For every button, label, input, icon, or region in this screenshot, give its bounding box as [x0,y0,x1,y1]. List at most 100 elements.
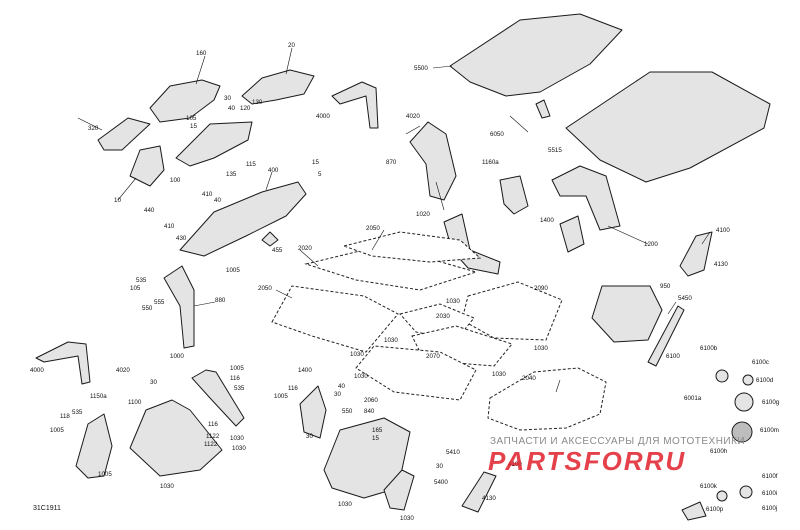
callout: 30 [150,379,157,386]
side-rail-1100[interactable] [129,399,223,477]
panel-1400-lower[interactable] [299,385,327,439]
callout: 2030 [436,313,450,320]
callout: 320 [88,125,99,132]
callout: 4100 [716,227,730,234]
callout: 15 [372,435,379,442]
callout: 116 [208,421,218,428]
callout: 30 [224,95,231,102]
callout: 1020 [416,211,430,218]
callout: 950 [660,283,671,290]
roof-bracket-5400[interactable] [535,99,551,119]
latch-part-6100p[interactable] [681,501,707,521]
callout: 555 [154,299,165,306]
hood-cover-160[interactable] [149,79,221,123]
latch-part-6001a[interactable] [734,392,754,412]
callout: 130 [252,99,263,106]
svg-text:PARTSFORRU: PARTSFORRU [488,446,686,476]
side-panel-1160a[interactable] [499,175,529,215]
callout: 1400 [298,367,312,374]
side-panel-1150a[interactable] [75,413,113,479]
callout: 2060 [364,397,378,404]
latch-part-6100b[interactable] [715,369,729,383]
console-840[interactable] [323,417,411,499]
callout: 20 [288,42,295,49]
pillar-4000[interactable] [331,81,379,129]
callout: 6100m [760,427,779,434]
fender-870[interactable] [409,121,457,201]
callout: 1005 [50,427,64,434]
callout: 6100 [666,353,680,360]
callout: 40 [214,197,221,204]
callout: 1400 [540,217,554,224]
mat-2060[interactable] [355,345,477,401]
callout: 4130 [482,495,496,502]
latch-part-6100k[interactable] [716,490,728,502]
latch-part-6100j[interactable] [739,485,753,499]
callout: 870 [386,159,397,166]
callout: 6100h [710,448,728,455]
leader-lines [77,47,711,393]
cowl-cover-20[interactable] [241,69,315,105]
callout: 1030 [338,501,352,508]
rail-1200[interactable] [551,165,621,231]
rail-1400[interactable] [559,215,585,253]
latch-part-6100c[interactable] [742,374,754,386]
pillar-4130[interactable] [461,471,497,513]
callout: 30 [334,391,341,398]
callout: 1160a [482,159,499,166]
brace-5450[interactable] [647,305,685,367]
callout: 4130 [714,261,728,268]
callout: 105 [186,115,197,122]
fender-5400[interactable] [383,469,415,511]
callout: 1030 [446,298,460,305]
callout: 1000 [170,353,184,360]
callout: 5500 [414,65,428,72]
callout: 455 [272,247,283,254]
callout: 5450 [678,295,692,302]
grille-320[interactable] [97,117,151,151]
callout: 2040 [522,375,536,382]
front-bracket-100[interactable] [175,121,253,167]
callout: 6100f [762,473,778,480]
callout: 535 [72,409,83,416]
callout: 6100b [700,345,718,352]
callout: 118 [60,413,70,420]
callout: 1005 [274,393,288,400]
roof-liner-5515[interactable] [565,71,771,183]
callout: 1005 [226,267,240,274]
callout: 880 [215,297,226,304]
callout: 4100 [508,461,522,468]
callout: 1100 [128,399,142,406]
pillar-4100[interactable] [679,231,713,277]
roof-5500[interactable] [449,13,623,97]
callout: 550 [142,305,153,312]
callout: 40 [338,383,345,390]
callout: 10 [114,197,121,204]
floor-part-950[interactable] [591,285,663,343]
lower-pillar-4000[interactable] [35,341,91,385]
dash-frame-400[interactable] [179,181,307,257]
callout-labels: 160 20 30 40 105 15 320 130 120 115 100 … [30,42,780,522]
mat-2050-left[interactable] [271,285,399,353]
callout: 5410 [446,449,460,456]
callout: 2090 [534,285,548,292]
callout: 4000 [316,113,330,120]
callout: 6100k [700,483,718,490]
side-rail-1000[interactable] [191,369,245,427]
small-cover-455[interactable] [261,231,279,247]
callout: 6100j [762,505,777,512]
callout: 5400 [434,479,448,486]
callout: 40 [228,105,235,112]
latch-part-6100h[interactable] [731,421,753,443]
callout: 410 [202,191,213,198]
callout: 116 [288,385,298,392]
mat-2040[interactable] [487,367,607,431]
callout: 1005 [230,365,244,372]
callout: 116 [230,375,240,382]
pillar-880[interactable] [163,265,195,349]
callout: 840 [364,408,375,415]
callout: 15 [312,159,319,166]
intake-part-10[interactable] [129,145,165,187]
callout: 6100d [756,377,774,384]
callout: 1150a [90,393,107,400]
